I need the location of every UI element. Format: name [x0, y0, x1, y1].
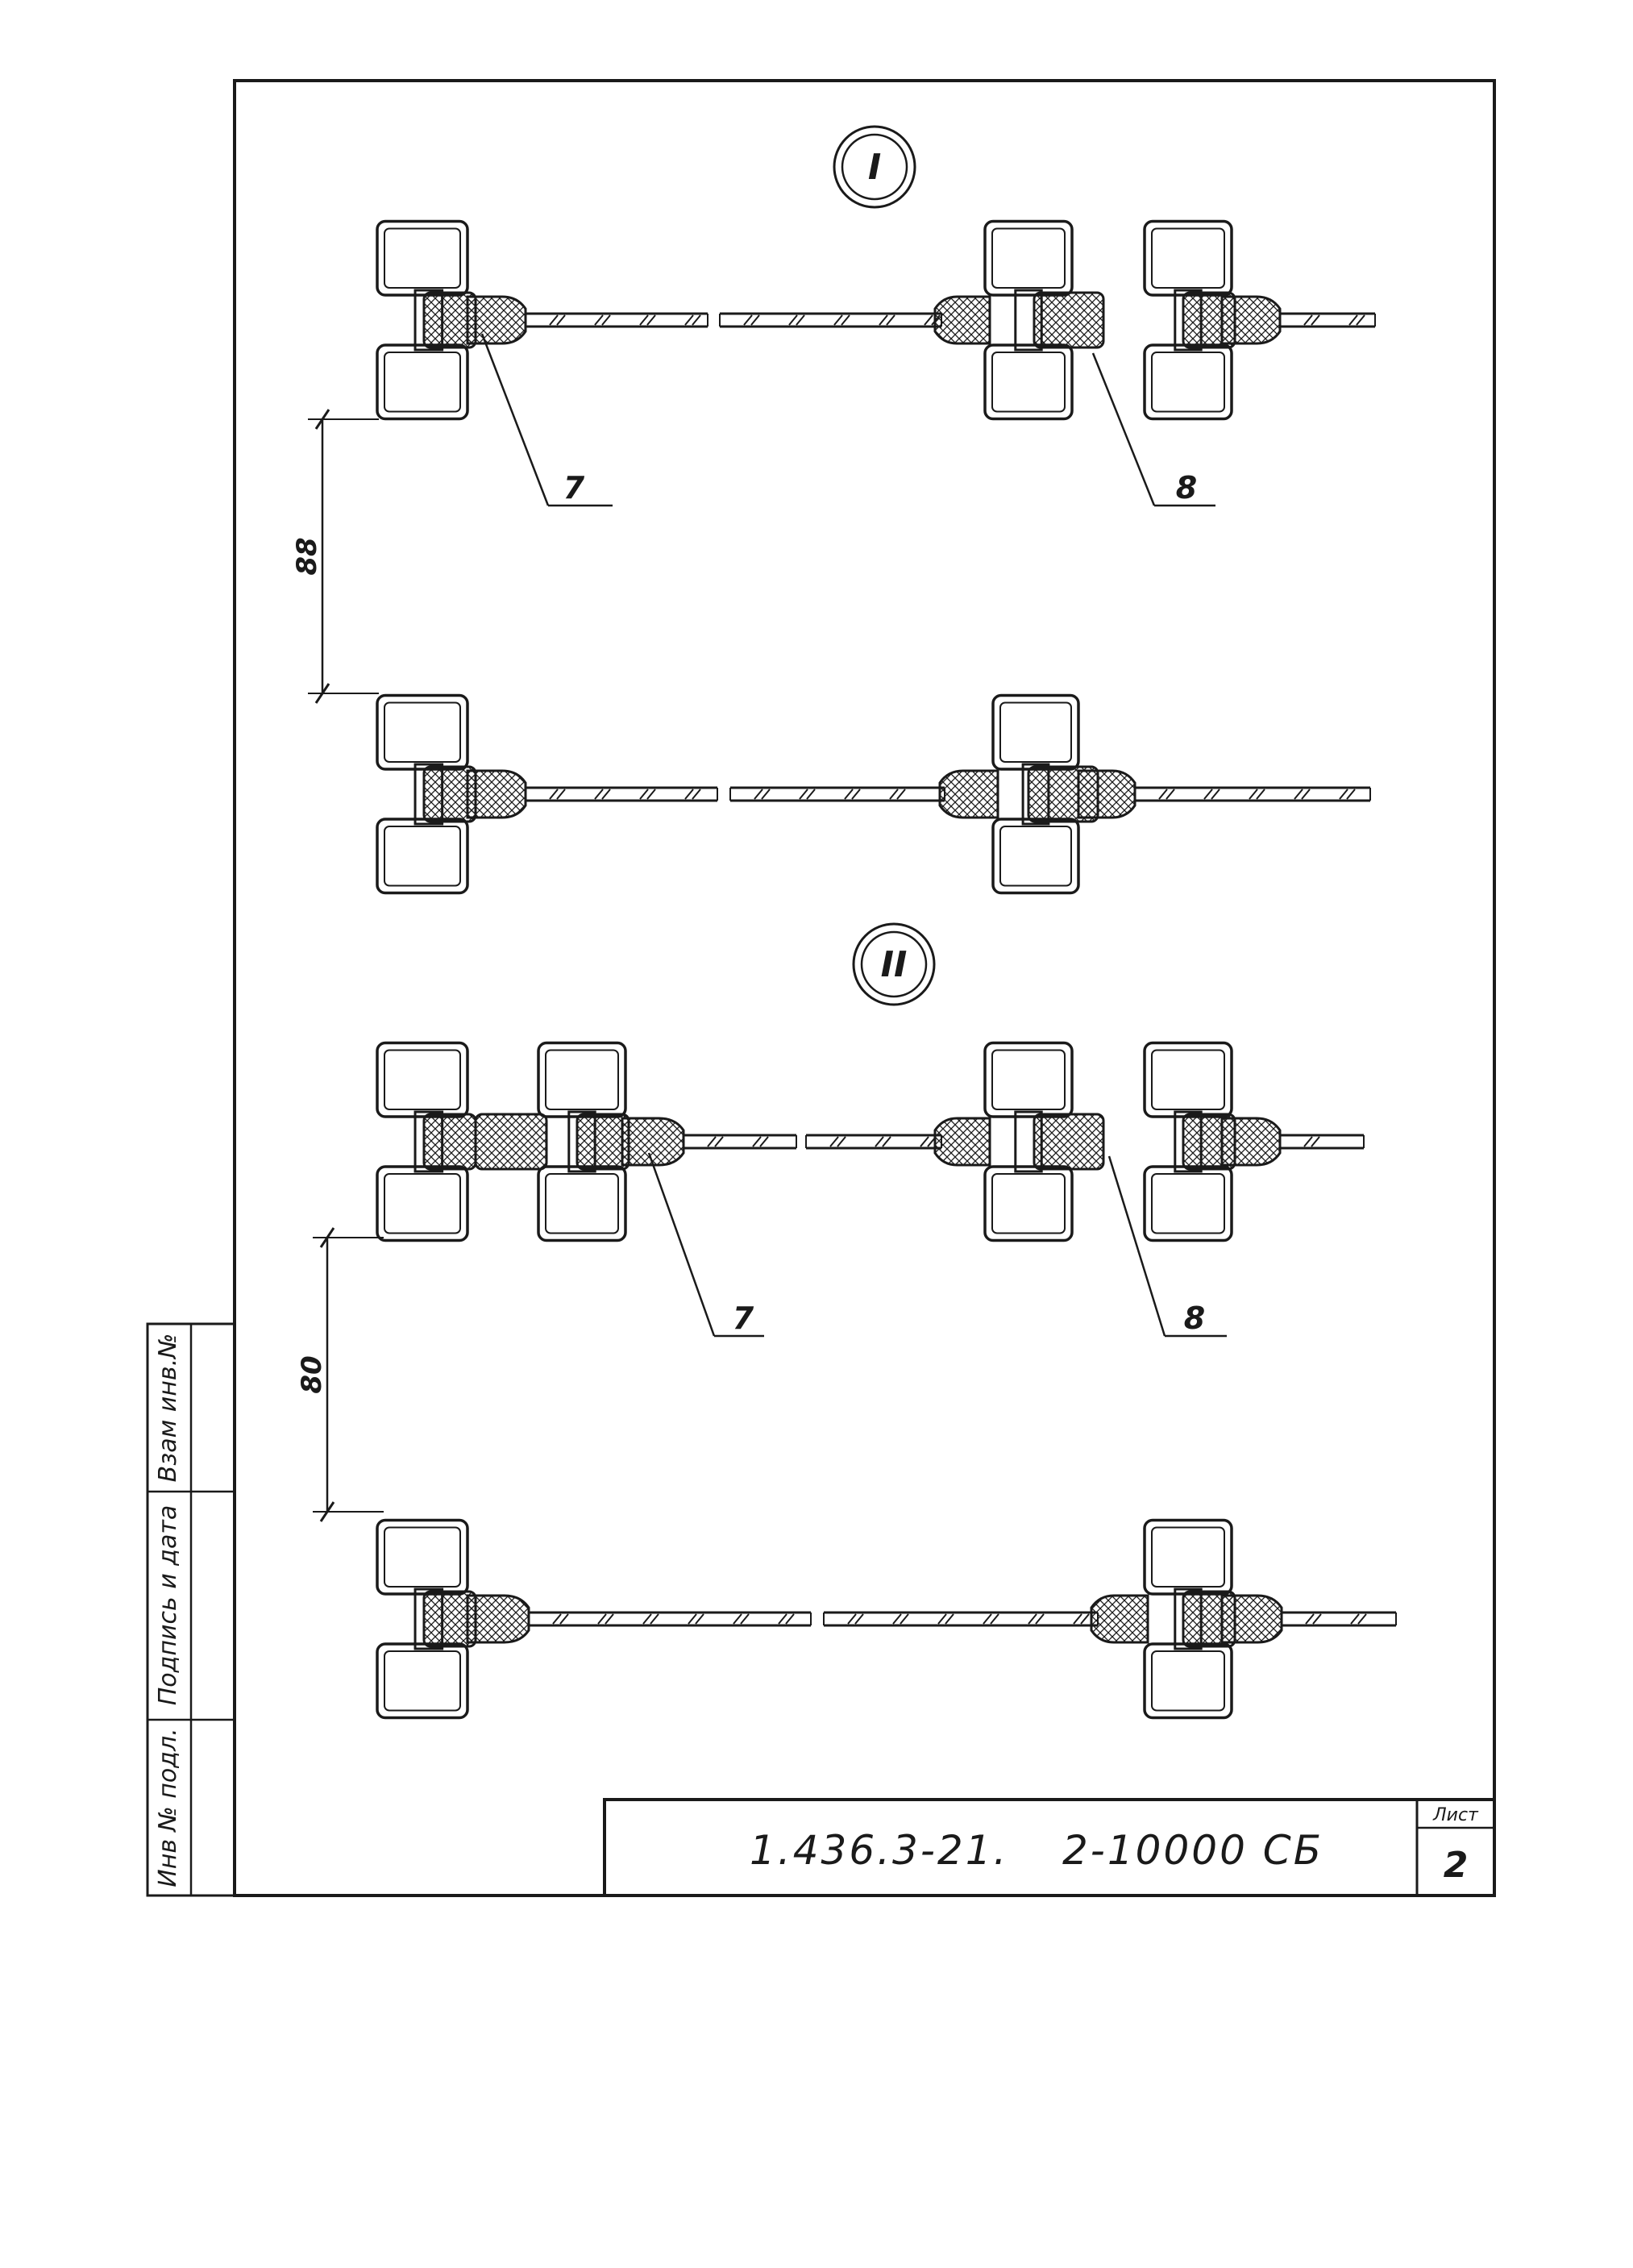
dimension-II-value: 80	[296, 1355, 328, 1393]
detail-I-row-2-seal-block-1	[422, 765, 477, 823]
detail-I-row-1-seal-block-1	[422, 291, 477, 349]
detail-I-row-2-seal-2	[938, 769, 999, 819]
svg-text:7: 7	[733, 1300, 754, 1336]
svg-text:I: I	[868, 147, 881, 188]
dimension-I: 88	[291, 409, 379, 704]
detail-I-row-1-seal-1	[466, 295, 527, 345]
detail-II-row-1-glass-1	[683, 1134, 797, 1150]
svg-text:8: 8	[1184, 1300, 1205, 1336]
callout-II-7: 7	[647, 1152, 764, 1338]
detail-I-row-2-glass-1	[525, 786, 718, 802]
detail-II-row-2-seal-1	[466, 1594, 530, 1644]
dimension-II: 80	[296, 1227, 384, 1522]
sheet-label: Лист	[1432, 1805, 1479, 1825]
detail-II-row-1-seal-block-1	[422, 1113, 477, 1171]
detail-II-row-1-glass-2	[805, 1134, 942, 1150]
drawing-number: 2-10000 СБ	[1062, 1827, 1323, 1874]
detail-II-row-2-seal-2	[1090, 1594, 1149, 1644]
detail-II-row-1-seal-2	[933, 1117, 991, 1167]
detail-I-row-1-glass-3	[1279, 312, 1376, 328]
detail-I-row-1-profile-2	[983, 219, 1074, 421]
detail-II-row-2-glass-2	[823, 1611, 1099, 1627]
detail-II-row-2-profile-1	[376, 1518, 469, 1720]
title-block: 1.436.3-21. 2-10000 СБ Лист 2	[603, 1798, 1496, 1897]
detail-II-row-2-seal-block-1	[422, 1590, 477, 1648]
detail-I-row-1-seal-2	[933, 295, 991, 345]
detail-I-row-1-seal-block-3	[1182, 291, 1236, 349]
callout-II-8: 8	[1107, 1155, 1227, 1338]
strip-inv-orig-label: Инв № подл.	[154, 1728, 182, 1887]
detail-I-row-2-seal-1	[466, 769, 527, 819]
drawing-code: 1.436.3-21.	[750, 1827, 1008, 1874]
detail-II-row-1-seal-block-2	[474, 1113, 548, 1171]
detail-marker-I: I	[833, 125, 916, 209]
detail-II-row-2-seal-3	[1220, 1594, 1283, 1644]
detail-II-row-1-seal-3	[1220, 1117, 1282, 1167]
detail-II-row-2-seal-block-2	[1182, 1590, 1236, 1648]
callout-I-8: 8	[1091, 352, 1215, 507]
sheet-number: 2	[1444, 1845, 1469, 1886]
strip-sign-date-label: Подпись и дата	[154, 1505, 182, 1706]
detail-II-row-2-glass-3	[1281, 1611, 1397, 1627]
detail-marker-II: II	[852, 922, 936, 1006]
svg-text:II: II	[881, 944, 908, 985]
detail-II-row-1-seal-block-5	[1182, 1113, 1236, 1171]
detail-II-row-2-glass-1	[528, 1611, 812, 1627]
detail-II-row-1-profile-2	[537, 1041, 627, 1242]
detail-II-row-1-seal-1	[621, 1117, 685, 1167]
callout-I-7: 7	[480, 333, 613, 507]
detail-II-row-1-profile-1	[376, 1041, 469, 1242]
detail-I-row-2-seal-block-2	[1027, 765, 1099, 823]
svg-text:7: 7	[563, 470, 585, 506]
side-stamp-strip: Инв № подл. Подпись и дата Взам инв.№	[146, 1322, 236, 1897]
detail-I-row-2-glass-2	[729, 786, 945, 802]
detail-I-row-1-glass-2	[719, 312, 942, 328]
detail-II-row-1-seal-block-4	[1033, 1113, 1105, 1171]
detail-figures	[376, 219, 1397, 1720]
strip-replaced-inv-label: Взам инв.№	[154, 1334, 182, 1483]
detail-II-row-1-seal-block-3	[575, 1113, 630, 1171]
dimension-I-value: 88	[291, 537, 323, 575]
detail-I-row-2-glass-3	[1134, 786, 1371, 802]
detail-I-row-1-seal-3	[1220, 295, 1282, 345]
detail-II-row-1-glass-3	[1279, 1134, 1365, 1150]
detail-I-row-1-seal-block-2	[1033, 291, 1105, 349]
detail-I-row-1-glass-1	[525, 312, 708, 328]
svg-text:8: 8	[1176, 470, 1197, 506]
detail-I-row-1-profile-1	[376, 219, 469, 421]
